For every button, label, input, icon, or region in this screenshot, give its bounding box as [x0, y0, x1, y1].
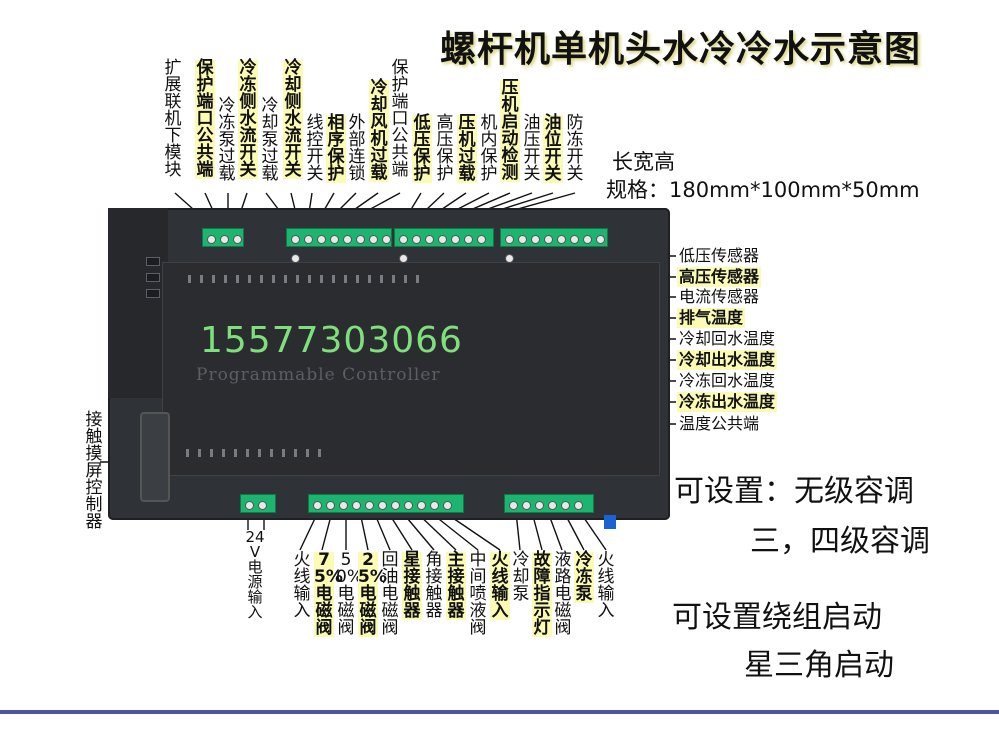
- top-label-wire-switch: 线控开关: [306, 113, 324, 184]
- power-input-label: 24V电源输入: [245, 528, 265, 621]
- controller-subtitle: Programmable Controller: [196, 365, 441, 385]
- top-label-protect-common: 保护端口公共端: [195, 58, 215, 180]
- specs-size-label: 规格：180mm*100mm*50mm: [606, 178, 920, 202]
- output-led-row: [186, 442, 330, 457]
- status-led: [146, 289, 160, 298]
- bottom-label-star-contactor: 星接触器: [402, 550, 422, 621]
- bottom-label-live-input-3: 火线输入: [597, 550, 615, 621]
- top-label-chilled-pump-overload: 冷冻泵过载: [218, 96, 236, 184]
- terminal-block-outputs-1: [308, 494, 464, 513]
- bottom-label-chilled-pump: 冷冻泵: [574, 550, 594, 604]
- top-label-external-interlock: 外部连锁: [348, 113, 366, 184]
- terminal-block-power: [240, 494, 276, 513]
- terminal-block-outputs-2: [504, 494, 594, 513]
- setting-text-star-delta: 星三角启动: [744, 648, 894, 683]
- top-label-low-pressure: 低压保护: [412, 113, 432, 184]
- right-label-chilled-out-temp: 冷冻出水温度: [677, 392, 778, 412]
- bottom-label-oil-return-valve: 回油电磁阀: [381, 550, 399, 638]
- top-label-compressor-overload: 压机过载: [457, 113, 477, 184]
- right-label-chilled-return-temp: 冷冻回水温度: [679, 371, 776, 390]
- top-label-cooling-flow-switch: 冷却侧水流开关: [283, 58, 303, 180]
- terminal-block-top-2: [286, 228, 392, 263]
- specs-dimensions-label: 长宽高: [612, 150, 675, 174]
- plc-side-panel: [108, 208, 168, 398]
- setting-text-winding-start: 可设置绕组启动: [672, 600, 882, 635]
- top-label-protect-common-2: 保护端口公共端: [391, 58, 409, 180]
- bottom-label-fault-lamp: 故障指示灯: [532, 550, 552, 638]
- phone-number: 15577303066: [200, 320, 463, 361]
- status-led: [146, 257, 160, 266]
- top-label-start-detect: 压机启动检测: [500, 78, 520, 183]
- top-label-oil-level: 油位开关: [543, 113, 563, 184]
- bottom-label-valve-50: 50%电磁阀: [336, 550, 363, 638]
- terminal-block-top-3: [394, 228, 494, 263]
- right-label-low-pressure-sensor: 低压传感器: [679, 246, 760, 265]
- bottom-label-valve-25: 25%电磁阀: [358, 550, 387, 638]
- top-label-high-pressure: 高压保护: [436, 113, 454, 184]
- bottom-label-cooling-pump: 冷却泵: [512, 550, 530, 604]
- right-label-cooling-out-temp: 冷却出水温度: [677, 350, 778, 370]
- terminal-block-sensors: [500, 228, 608, 263]
- setting-text-stages: 三，四级容调: [750, 524, 930, 559]
- bottom-label-valve-75: 75%电磁阀: [314, 550, 343, 638]
- top-label-chilled-flow-switch: 冷冻侧水流开关: [238, 58, 258, 180]
- right-label-exhaust-temp: 排气温度: [677, 308, 746, 328]
- setting-text-stepless: 可设置：无级容调: [674, 474, 914, 509]
- top-label-phase-protect: 相序保护: [326, 113, 346, 184]
- status-led: [146, 273, 160, 282]
- left-label-touchscreen: 接触摸屏控制器: [85, 410, 103, 532]
- terminal-block-top-1: [202, 228, 244, 247]
- top-label-fan-overload: 冷却风机过载: [369, 78, 389, 183]
- input-led-row: [188, 268, 428, 283]
- specs-block: 长宽高 规格：180mm*100mm*50mm: [606, 148, 920, 204]
- bottom-label-delta-contactor: 角接触器: [425, 550, 443, 621]
- right-label-temp-common: 温度公共端: [679, 414, 760, 433]
- bottom-label-main-contactor: 主接触器: [446, 550, 466, 621]
- bottom-divider: [0, 710, 999, 714]
- top-label-internal-protect: 机内保护: [480, 113, 498, 184]
- top-label-expand: 扩展联机下模块: [164, 58, 182, 180]
- right-label-cooling-return-temp: 冷却回水温度: [679, 329, 776, 348]
- top-label-cooling-pump-overload: 冷却泵过载: [261, 96, 279, 184]
- top-label-antifreeze: 防冻开关: [566, 113, 584, 184]
- bottom-label-live-input-1: 火线输入: [293, 550, 311, 621]
- db9-connector: [140, 412, 170, 502]
- bottom-label-live-input-2: 火线输入: [490, 550, 510, 621]
- plc-front-face: [162, 262, 660, 476]
- bottom-label-liquid-valve: 液路电磁阀: [554, 550, 572, 638]
- blue-button: [604, 515, 616, 529]
- right-label-current-sensor: 电流传感器: [679, 287, 760, 306]
- right-label-high-pressure-sensor: 高压传感器: [677, 267, 762, 287]
- bottom-label-injection-valve: 中间喷液阀: [469, 550, 487, 638]
- top-label-oil-pressure: 油压开关: [523, 113, 541, 184]
- diagram-title: 螺杆机单机头水冷冷水示意图: [440, 29, 922, 70]
